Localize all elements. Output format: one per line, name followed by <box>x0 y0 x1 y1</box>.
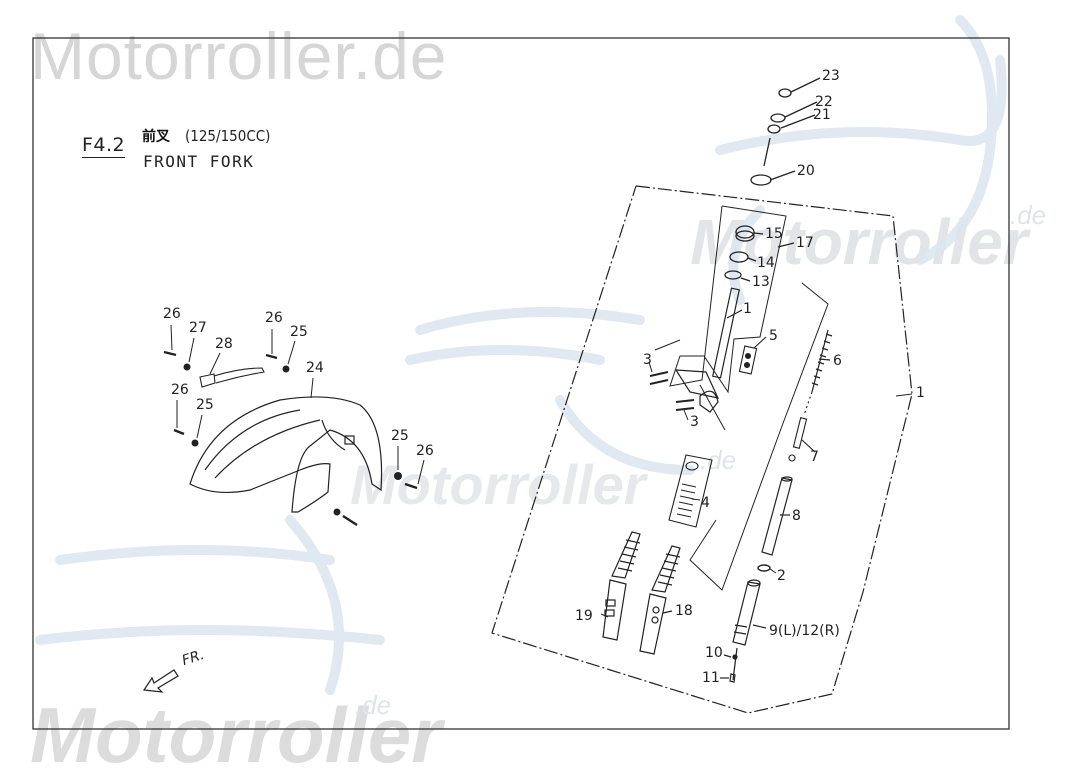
bolts-3 <box>648 361 695 421</box>
part-label-p28: 28 <box>215 336 233 352</box>
part-5 <box>738 336 767 375</box>
part-label-p22: 22 <box>815 94 833 110</box>
part-label-p9-12: 9(L)/12(R) <box>769 623 840 639</box>
title-displacement: (125/150CC) <box>185 127 271 145</box>
title-english: FRONT FORK <box>143 152 255 171</box>
bearing-stack <box>724 225 795 282</box>
watermark-middle-suffix: .de <box>1010 200 1047 230</box>
part-label-p6: 6 <box>833 353 842 369</box>
part-label-p26b: 26 <box>265 310 283 326</box>
part-label-p19: 19 <box>575 608 593 624</box>
part-label-p8: 8 <box>792 508 801 524</box>
part-label-p3b: 3 <box>690 414 699 430</box>
part-label-p1a: 1 <box>743 301 752 317</box>
fork-assembly-outline <box>491 185 913 714</box>
part-label-p26d: 26 <box>416 443 434 459</box>
part-label-p25c: 25 <box>391 428 409 444</box>
part-label-p25a: 25 <box>290 324 308 340</box>
damper-rod-7 <box>788 417 816 462</box>
fork-leg-9-12 <box>720 579 767 683</box>
part-label-p7: 7 <box>810 449 819 465</box>
part-label-p26c: 26 <box>171 382 189 398</box>
part-label-p10: 10 <box>705 645 723 661</box>
part-label-p4: 4 <box>701 495 710 511</box>
part-label-p24: 24 <box>306 360 324 376</box>
part-label-p26a: 26 <box>163 306 181 322</box>
scooter-watermark-icon <box>35 15 1007 695</box>
front-direction-arrow-icon <box>142 669 179 693</box>
part-label-p13: 13 <box>752 274 770 290</box>
part-label-p14: 14 <box>757 255 775 271</box>
part-label-p1b: 1 <box>916 385 925 401</box>
part-label-p5: 5 <box>769 328 778 344</box>
watermark-bottom-suffix: .de <box>355 690 392 720</box>
top-nut-group <box>750 77 821 186</box>
watermark-center-suffix: .de <box>700 445 737 475</box>
bracket-28 <box>199 367 265 388</box>
title-chinese: 前叉 <box>142 129 170 145</box>
figure-code: F4.2 <box>82 134 126 158</box>
fasteners <box>163 350 418 527</box>
part-label-p27: 27 <box>189 320 207 336</box>
leader-lines-left <box>170 324 425 485</box>
part-label-p21: 21 <box>813 107 831 123</box>
part-label-p11: 11 <box>702 670 720 686</box>
boot-4 <box>668 454 713 528</box>
part-label-p23: 23 <box>822 68 840 84</box>
part-label-p15: 15 <box>765 226 783 242</box>
fork-leg-18 <box>639 545 681 655</box>
fork-tube-8 <box>761 476 793 556</box>
front-fender-24 <box>189 396 383 513</box>
part-label-p18: 18 <box>675 603 693 619</box>
part-label-p2: 2 <box>777 568 786 584</box>
fork-leg-19 <box>600 531 641 641</box>
steering-stem <box>674 287 743 413</box>
part-label-p25b: 25 <box>196 397 214 413</box>
frame-border <box>32 37 1010 730</box>
part-label-p3a: 3 <box>643 352 652 368</box>
part-label-p20: 20 <box>797 163 815 179</box>
seal-2 <box>757 564 771 572</box>
spring-6 <box>803 329 833 416</box>
part-label-p17: 17 <box>796 235 814 251</box>
